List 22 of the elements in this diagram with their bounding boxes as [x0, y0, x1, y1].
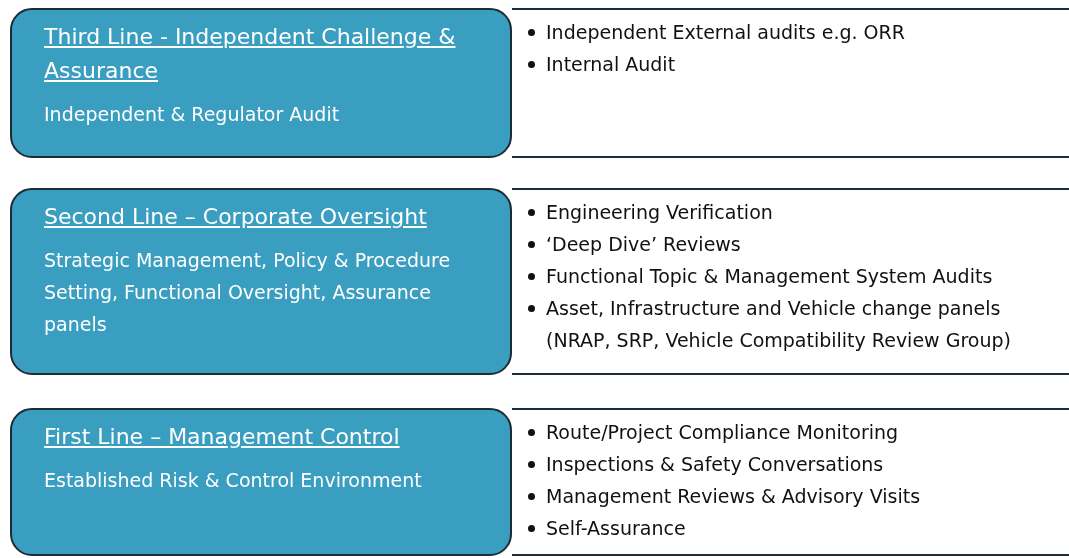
bullet-item: Self-Assurance	[546, 516, 687, 541]
bullet-item: Route/Project Compliance Monitoring	[546, 420, 900, 445]
bullet-item: Independent External audits e.g. ORR	[546, 20, 906, 45]
bullet-item: Asset, Infrastructure and Vehicle change panels (NRAP, SRP, Vehicle Compatibility Review Group)	[546, 296, 1012, 353]
bullet-item: ‘Deep Dive’ Reviews	[546, 232, 742, 257]
bullet-item: Management Reviews & Advisory Visits	[546, 484, 922, 509]
line-heading: First Line – Management Control	[44, 423, 401, 451]
line-panel	[10, 188, 512, 375]
line-heading: Third Line - Independent Challenge & Assurance	[44, 23, 457, 85]
activity-panel	[512, 8, 1069, 158]
line-panel	[10, 408, 512, 556]
bullet-item: Engineering Verification	[546, 200, 774, 225]
bullet-item: Inspections & Safety Conversations	[546, 452, 885, 477]
line-description: Strategic Management, Policy & Procedure Setting, Functional Oversight, Assurance panels	[44, 248, 452, 337]
activity-panel	[512, 408, 1069, 556]
line-heading: Second Line – Corporate Oversight	[44, 203, 428, 231]
activity-panel	[512, 188, 1069, 375]
bullet-item: Functional Topic & Management System Audits	[546, 264, 994, 289]
line-panel	[10, 8, 512, 158]
line-description: Established Risk & Control Environment	[44, 468, 423, 493]
bullet-item: Internal Audit	[546, 52, 677, 77]
line-description: Independent & Regulator Audit	[44, 102, 341, 127]
